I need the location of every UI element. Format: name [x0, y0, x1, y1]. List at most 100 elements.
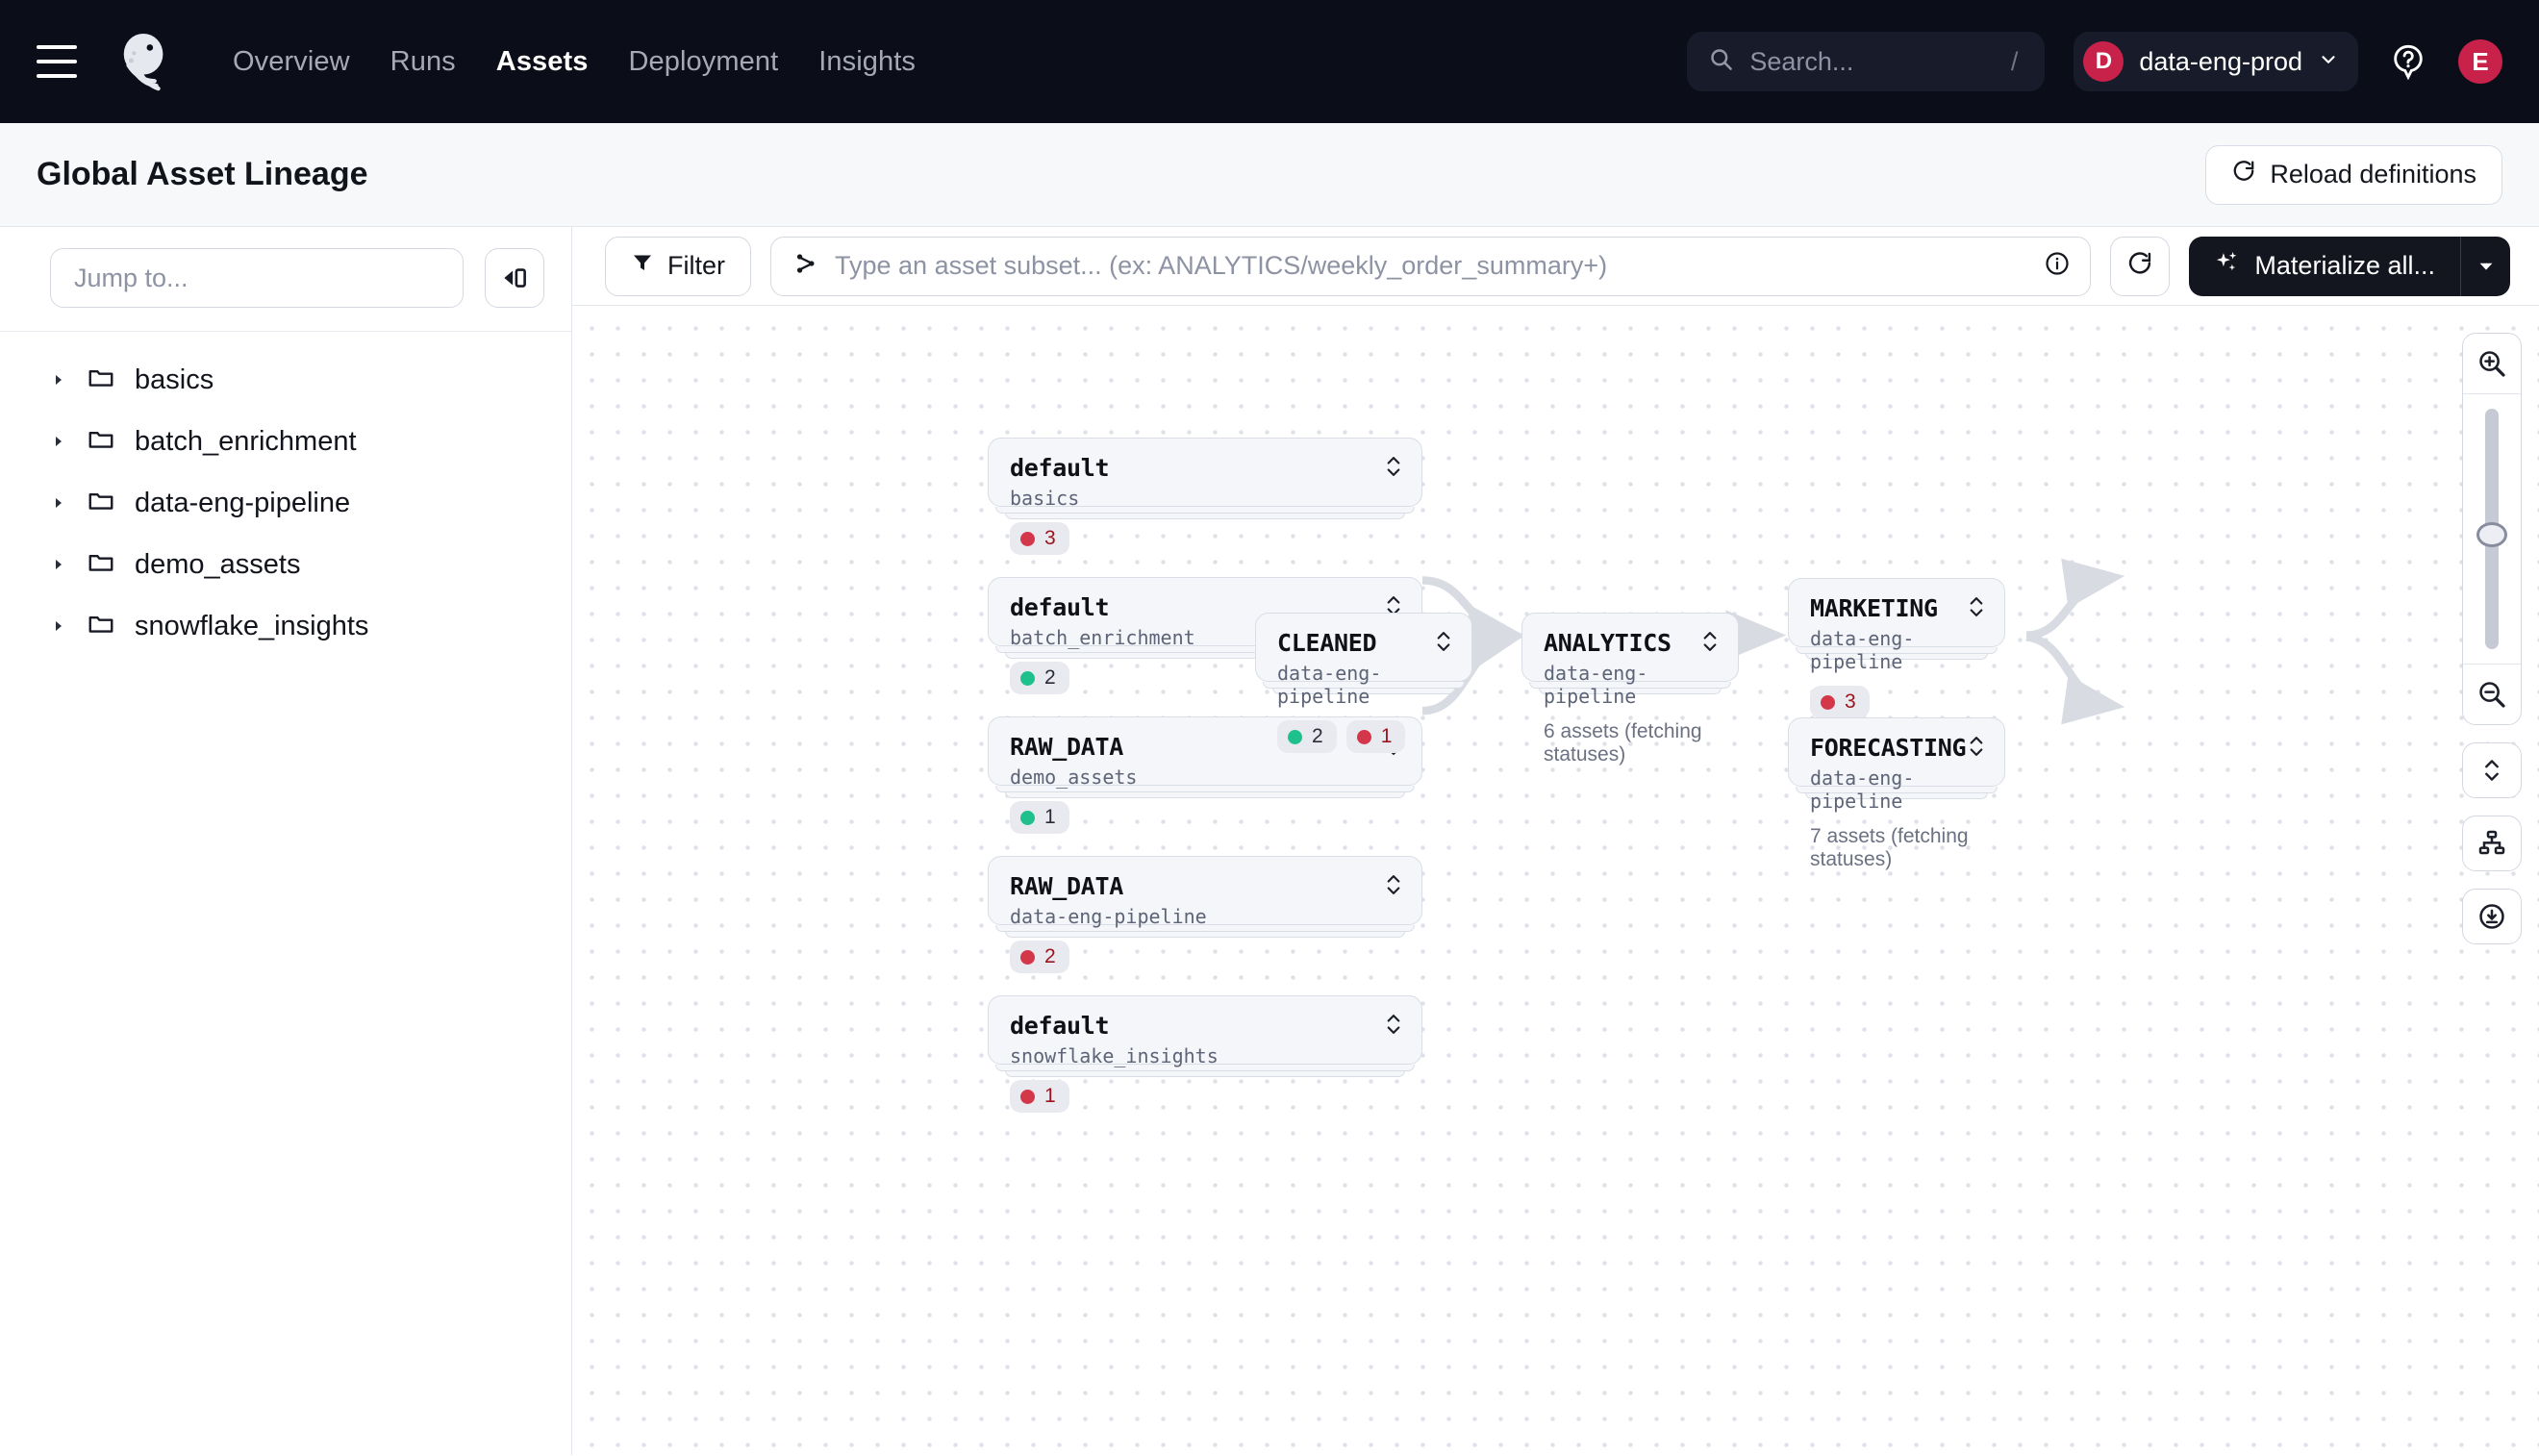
status-chip-failed[interactable]: 3 [1010, 522, 1069, 555]
status-dot-failed [1020, 531, 1035, 546]
chevron-right-icon[interactable] [50, 372, 67, 388]
asset-group-sidebar: basics batch_enrichment data-eng-pipelin… [0, 227, 572, 1455]
expand-collapse-chevrons-icon[interactable] [1433, 629, 1454, 659]
status-count: 2 [1044, 666, 1056, 689]
deployment-avatar: D [2083, 41, 2124, 82]
sidebar-item-snowflake-insights[interactable]: snowflake_insights [0, 595, 571, 657]
folder-icon [87, 610, 115, 643]
filter-label: Filter [667, 251, 725, 280]
zoom-out-icon[interactable] [2462, 665, 2522, 724]
refresh-icon [2126, 250, 2153, 282]
zoom-in-icon[interactable] [2462, 334, 2522, 393]
reload-definitions-button[interactable]: Reload definitions [2205, 144, 2502, 205]
graph-node-marketing[interactable]: MARKETING data-eng-pipeline 3 [1788, 578, 2005, 718]
status-count: 3 [1845, 690, 1856, 713]
graph-node-analytics[interactable]: ANALYTICS data-eng-pipeline 6 assets (fe… [1521, 613, 1739, 766]
node-title: MARKETING [1810, 594, 1938, 622]
zoom-slider[interactable] [2462, 394, 2522, 664]
graph-toolbar: Filter Type an asset subset... (ex: ANAL… [572, 227, 2539, 306]
graph-node-raw-data-pipeline[interactable]: RAW_DATA data-eng-pipeline 2 [988, 856, 1422, 973]
deployment-selector[interactable]: D data-eng-prod [2074, 32, 2358, 91]
status-dot-success [1020, 670, 1035, 686]
graph-node-snowflake-insights[interactable]: default snowflake_insights 1 [988, 995, 1422, 1113]
canvas-zoom-controls [2462, 333, 2522, 944]
chevron-right-icon[interactable] [50, 557, 67, 572]
node-status-chips: 2 1 [1277, 720, 1452, 753]
node-title: RAW_DATA [1010, 733, 1124, 761]
folder-icon [87, 487, 115, 520]
expand-collapse-chevrons-icon[interactable] [1966, 734, 1987, 764]
lineage-canvas[interactable]: default basics 3 default batch_enrichmen… [572, 306, 2539, 1455]
node-status-chips: 2 [1010, 941, 1402, 973]
node-subtitle: data-eng-pipeline [1544, 662, 1648, 708]
sidebar-item-basics[interactable]: basics [0, 349, 571, 411]
materialize-all-button[interactable]: Materialize all... [2189, 237, 2460, 296]
status-chip-failed[interactable]: 1 [1345, 720, 1406, 753]
jump-to-input[interactable] [50, 248, 464, 308]
status-chip-success[interactable]: 2 [1010, 662, 1069, 694]
collapse-sidebar-icon[interactable] [485, 248, 544, 308]
expand-collapse-chevrons-icon[interactable] [1383, 872, 1404, 902]
search-shortcut-hint: / [2010, 46, 2019, 76]
nav-link-assets[interactable]: Assets [495, 45, 589, 77]
status-chip-failed[interactable]: 2 [1010, 941, 1069, 973]
status-chip-failed[interactable]: 1 [1010, 1080, 1069, 1113]
chevron-right-icon[interactable] [50, 434, 67, 449]
status-chip-success[interactable]: 2 [1277, 720, 1337, 753]
info-circle-icon[interactable] [2044, 250, 2071, 282]
graph-node-cleaned[interactable]: CLEANED data-eng-pipeline 2 1 [1255, 613, 1472, 753]
sidebar-item-data-eng-pipeline[interactable]: data-eng-pipeline [0, 472, 571, 534]
zoom-slider-group [2462, 333, 2522, 725]
filter-button[interactable]: Filter [605, 236, 751, 296]
chevron-right-icon[interactable] [50, 495, 67, 511]
expand-collapse-chevrons-icon[interactable] [1383, 454, 1404, 484]
node-status-chips: 2 [1010, 662, 1402, 694]
hierarchy-layout-button[interactable] [2462, 816, 2522, 871]
graph-node-batch-enrichment[interactable]: default batch_enrichment 2 [988, 577, 1422, 694]
asset-subset-input[interactable]: Type an asset subset... (ex: ANALYTICS/w… [770, 236, 2092, 296]
status-count: 2 [1044, 945, 1056, 967]
expand-collapse-chevrons-icon[interactable] [1383, 1012, 1404, 1042]
nav-link-overview[interactable]: Overview [233, 45, 350, 77]
status-count: 1 [1044, 806, 1056, 828]
hamburger-menu-icon[interactable] [37, 45, 77, 78]
help-question-icon[interactable] [2387, 40, 2429, 83]
folder-icon [87, 364, 115, 397]
node-title: default [1010, 454, 1110, 482]
node-status-chips: 1 [1010, 801, 1402, 834]
status-count: 1 [1044, 1085, 1056, 1107]
nav-link-insights[interactable]: Insights [818, 45, 916, 77]
status-chip-failed[interactable]: 3 [1810, 686, 1870, 718]
node-subtitle: basics [1010, 487, 1080, 510]
download-graph-button[interactable] [2462, 889, 2522, 944]
materialize-dropdown-caret[interactable] [2460, 236, 2510, 296]
graph-node-forecasting[interactable]: FORECASTING data-eng-pipeline 7 assets (… [1788, 717, 2005, 870]
graph-node-demo-assets[interactable]: RAW_DATA demo_assets 1 [988, 716, 1422, 834]
sidebar-item-demo-assets[interactable]: demo_assets [0, 534, 571, 595]
nav-link-runs[interactable]: Runs [390, 45, 456, 77]
top-navigation-bar: Overview Runs Assets Deployment Insights… [0, 0, 2539, 123]
nav-link-deployment[interactable]: Deployment [628, 45, 779, 77]
graph-node-basics[interactable]: default basics 3 [988, 438, 1422, 555]
refresh-graph-button[interactable] [2110, 236, 2171, 296]
status-dot-failed [1020, 949, 1035, 965]
status-count: 2 [1312, 725, 1323, 747]
node-title: RAW_DATA [1010, 872, 1124, 900]
top-nav-right-cluster: Search... / D data-eng-prod E [1687, 32, 2502, 91]
status-dot-failed [1020, 1089, 1035, 1104]
status-chip-success[interactable]: 1 [1010, 801, 1069, 834]
expand-collapse-chevrons-icon[interactable] [1699, 629, 1721, 659]
sidebar-item-label: snowflake_insights [135, 610, 369, 641]
user-avatar[interactable]: E [2458, 39, 2502, 84]
dagster-logo-icon[interactable] [113, 30, 177, 93]
sidebar-item-batch-enrichment[interactable]: batch_enrichment [0, 411, 571, 472]
expand-collapse-all-button[interactable] [2462, 742, 2522, 798]
status-dot-success [1020, 810, 1035, 825]
materialize-all-button-group[interactable]: Materialize all... [2189, 236, 2510, 296]
global-search-input[interactable]: Search... / [1687, 32, 2046, 91]
expand-collapse-chevrons-icon[interactable] [1966, 594, 1987, 624]
node-fetching-status: 6 assets (fetching statuses) [1544, 720, 1702, 766]
zoom-slider-thumb[interactable] [2476, 522, 2507, 547]
page-title: Global Asset Lineage [37, 156, 368, 192]
chevron-right-icon[interactable] [50, 618, 67, 634]
